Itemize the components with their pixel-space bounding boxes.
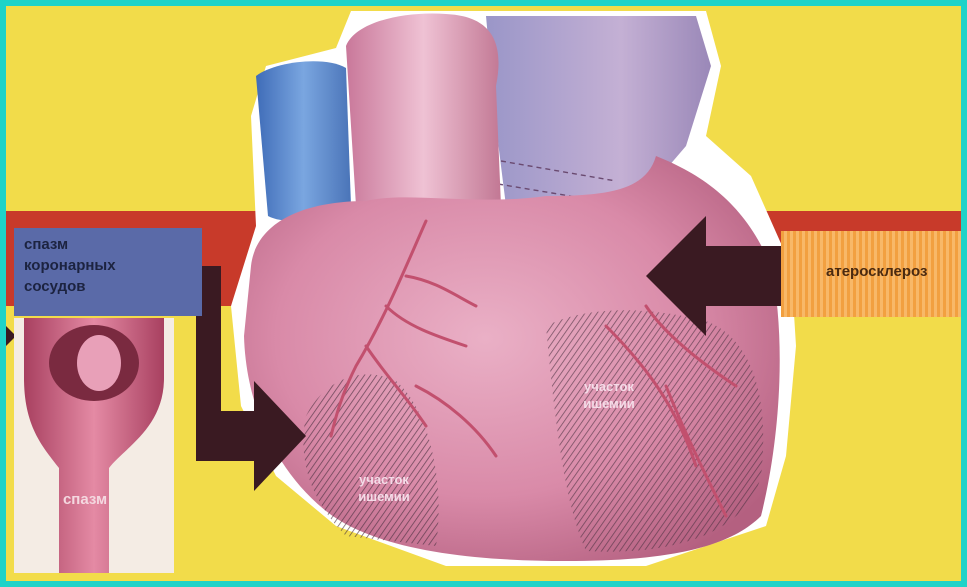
ischemia-region-right (546, 310, 763, 551)
atherosclerosis-label: атеросклероз (826, 263, 927, 280)
spasm-label-line2: коронарных (14, 255, 202, 276)
spasm-vessel-panel: спазм (14, 318, 174, 573)
spasm-vessel-label: спазм (50, 490, 120, 509)
spasm-label-line3: сосудов (14, 276, 202, 297)
spasm-label-line1: спазм (14, 228, 202, 255)
diagram-canvas: спазм коронарных сосудов атеросклероз сп… (6, 6, 961, 581)
ischemia-label-left: участок ишемии (344, 471, 424, 505)
spasm-coronary-box: спазм коронарных сосудов (14, 228, 202, 316)
vena-cava (256, 61, 351, 221)
spasm-vessel-illustration (14, 318, 174, 573)
atherosclerosis-box: атеросклероз (781, 231, 961, 317)
aorta (346, 13, 501, 215)
ischemia-label-right: участок ишемии (569, 378, 649, 412)
